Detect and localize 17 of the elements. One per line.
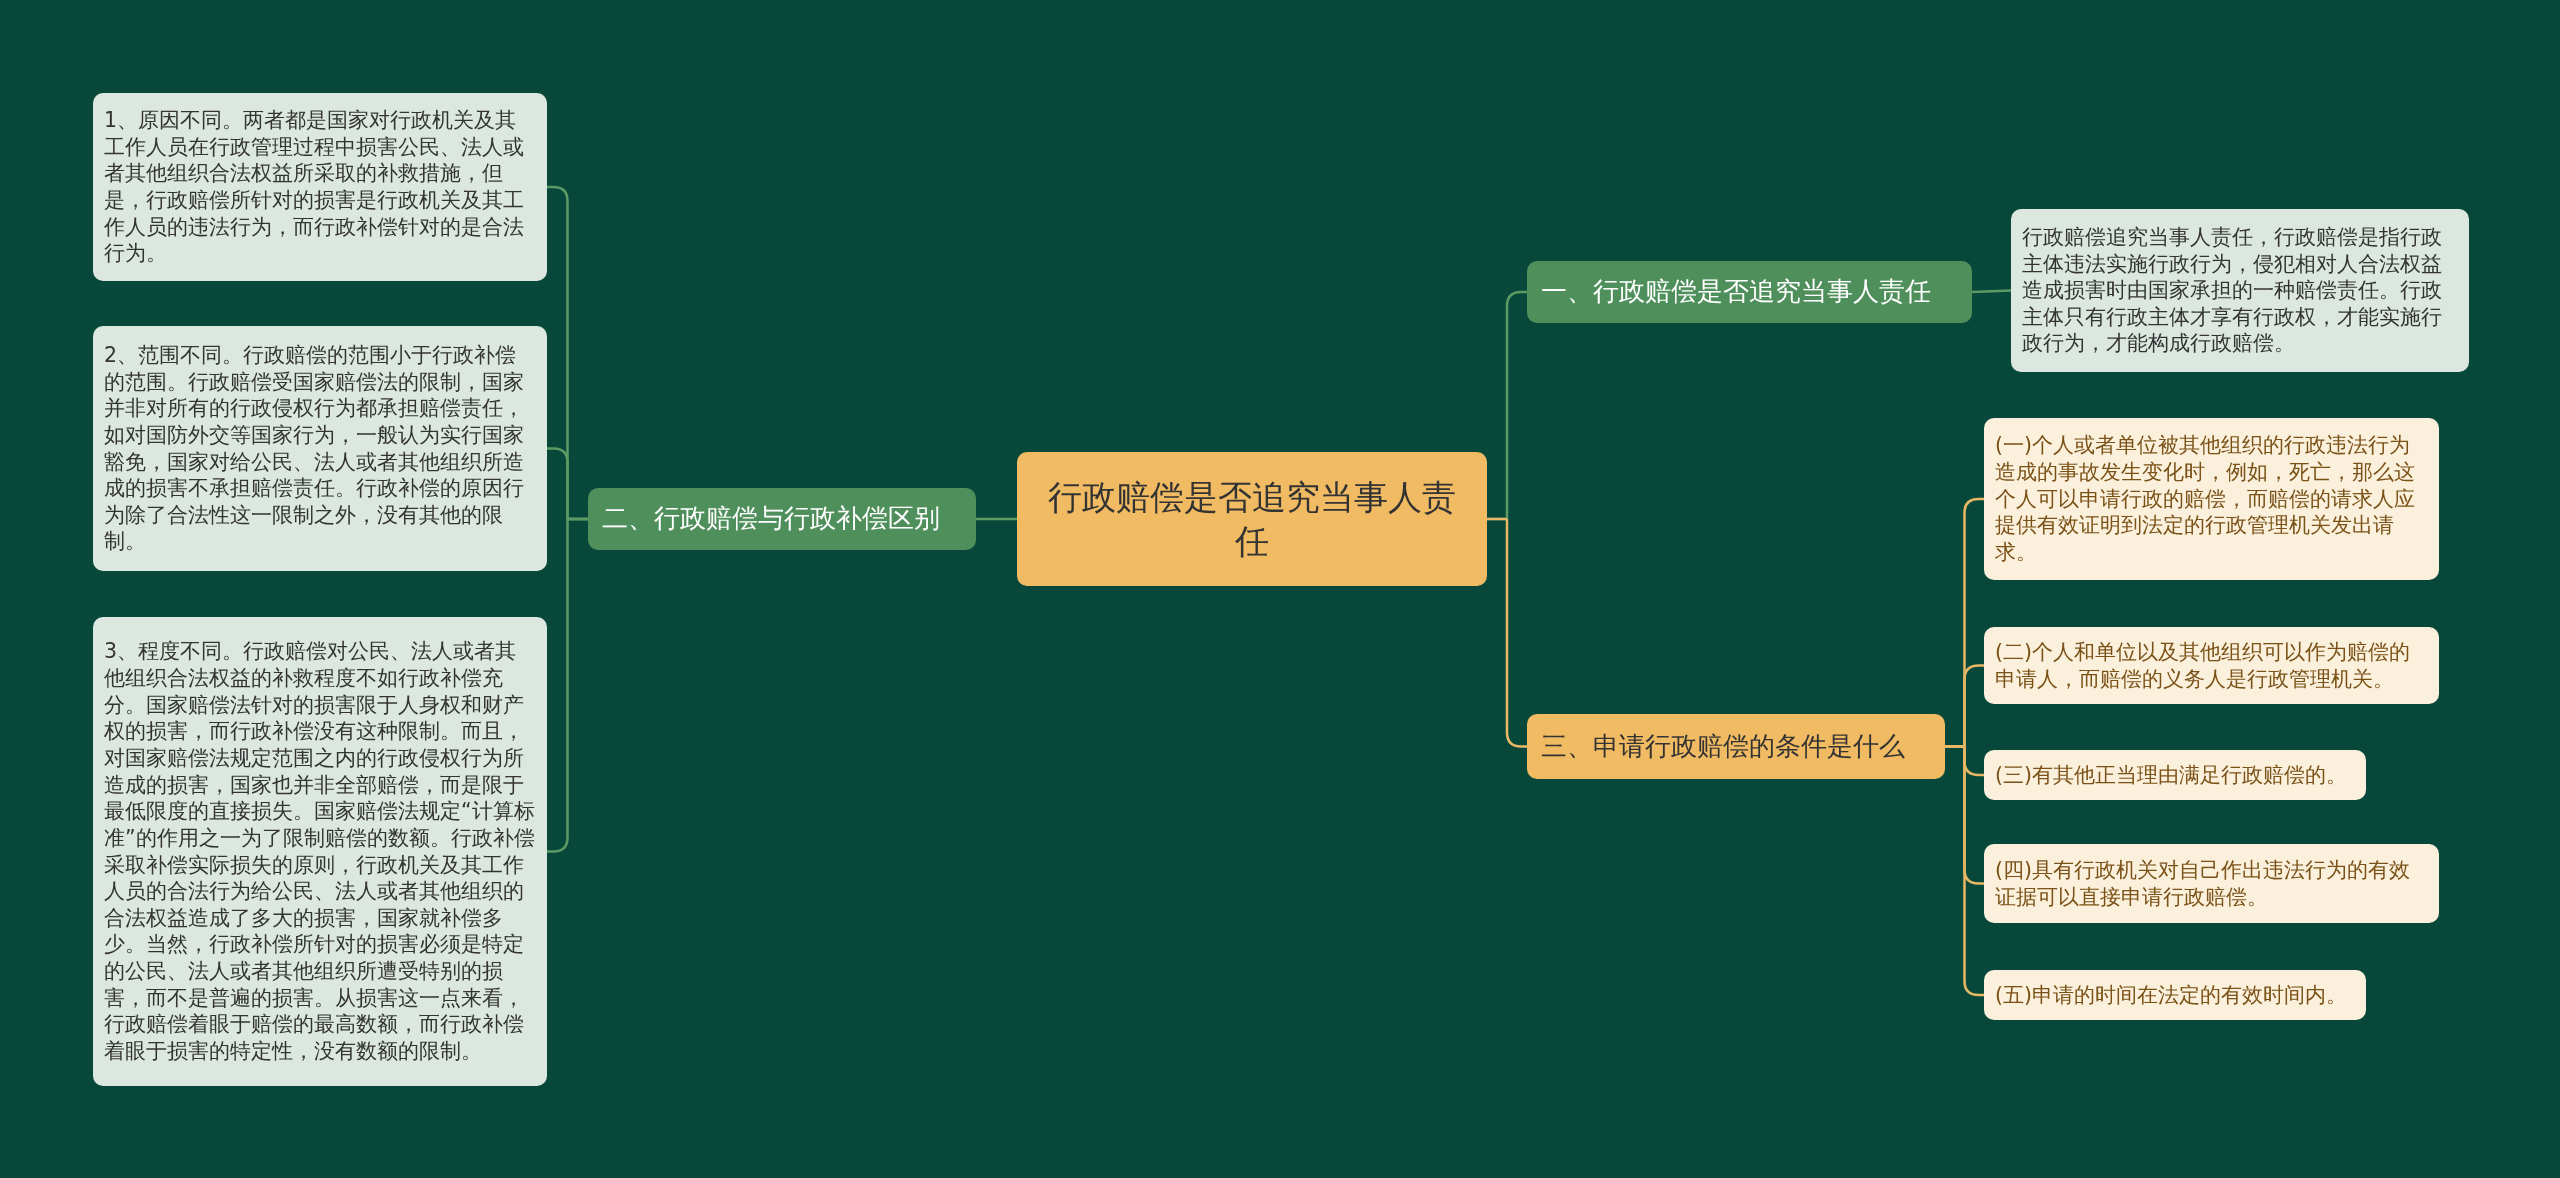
note-box: 行政赔偿追究当事人责任，行政赔偿是指行政主体违法实施行政行为，侵犯相对人合法权益造成损害时由国家承担的一种赔偿责任。行政主体只有行政主体才享有行政权，才能实施行政行为，才能构成行政赔偿。 [2011, 209, 2469, 372]
connector [545, 517, 590, 853]
branch-box: 三、申请行政赔偿的条件是什么 [1527, 714, 1945, 779]
note-box: (四)具有行政机关对自己作出违法行为的有效证据可以直接申请行政赔偿。 [1984, 844, 2439, 923]
branch-box: 一、行政赔偿是否追究当事人责任 [1527, 261, 1972, 323]
connector [1485, 517, 1529, 748]
note-box: 2、范围不同。行政赔偿的范围小于行政补偿的范围。行政赔偿受国家赔偿法的限制，国家并非对所有的行政侵权行为都承担赔偿责任，如对国防外交等国家行为，一般认为实行国家豁免，国家对给公民、法人或者其他组织所造成的损害不承担赔偿责任。行政补偿的原因行为除了合法性这一限制之外，没有其他的限制。 [93, 326, 547, 571]
note-box: (二)个人和单位以及其他组织可以作为赔偿的申请人，而赔偿的义务人是行政管理机关。 [1984, 627, 2439, 704]
branch-box: 二、行政赔偿与行政补偿区别 [588, 488, 976, 550]
topic-box: 行政赔偿是否追究当事人责任 [1017, 452, 1487, 586]
note-box: (三)有其他正当理由满足行政赔偿的。 [1984, 750, 2366, 800]
connector [1971, 289, 2012, 294]
note-box: (五)申请的时间在法定的有效时间内。 [1984, 970, 2366, 1020]
note-box: 3、程度不同。行政赔偿对公民、法人或者其他组织合法权益的补救程度不如行政补偿充分。国家赔偿法针对的损害限于人身权和财产权的损害，而行政补偿没有这种限制。而且，对国家赔偿法规定范围之内的行政侵权行为所造成的损害，国家也并非全部赔偿，而是限于最低限度的直接损失。国家赔偿法规定“计算标准”的作用之一为了限制赔偿的数额。行政补偿采取补偿实际损失的原则，行政机关及其工作人员的合法行为给公民、法人或者其他组织的合法权益造成了多大的损害，国家就补偿多少。当然，行政补偿所针对的损害必须是特定的公民、法人或者其他组织所遭受特别的损害，而不是普遍的损害。从损害这一点来看，行政赔偿着眼于赔偿的最高数额，而行政补偿着眼于损害的特定性，没有数额的限制。 [93, 617, 547, 1086]
connector [976, 517, 1017, 521]
note-box: (一)个人或者单位被其他组织的行政违法行为造成的事故发生变化时，例如，死亡，那么这个人可以申请行政的赔偿，而赔偿的请求人应提供有效证明到法定的行政管理机关发出请求。 [1984, 418, 2439, 580]
note-box: 1、原因不同。两者都是国家对行政机关及其工作人员在行政管理过程中损害公民、法人或者其他组织合法权益所采取的补救措施，但是，行政赔偿所针对的损害是行政机关及其工作人员的违法行为，而行政补偿针对的是合法行为。 [93, 93, 547, 281]
